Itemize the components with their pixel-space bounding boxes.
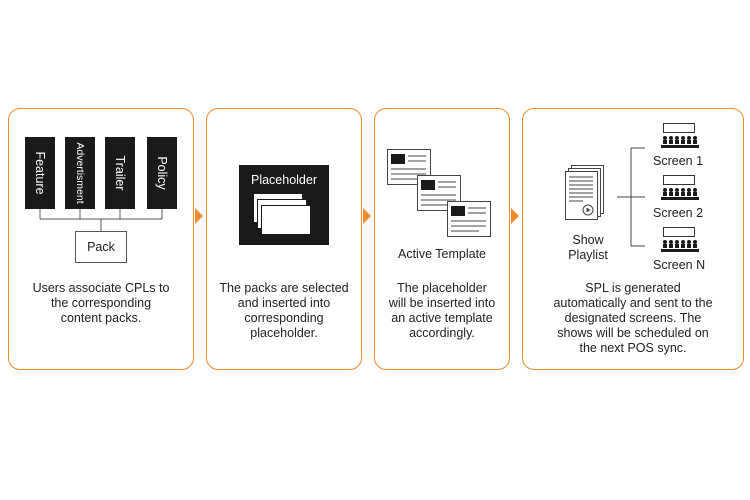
placeholder-box: Placeholder bbox=[239, 165, 329, 245]
distribution-bracket bbox=[617, 147, 645, 247]
step-1-description: Users associate CPLs to the correspondin… bbox=[32, 281, 170, 325]
arrow-right-icon bbox=[511, 208, 519, 224]
arrow-right-icon bbox=[363, 208, 371, 224]
step-3-panel: Active Template The placeholder will be … bbox=[374, 108, 510, 370]
arrow-right-icon bbox=[195, 208, 203, 224]
playlist-icon bbox=[565, 165, 604, 220]
pack-sheet-icon bbox=[261, 205, 311, 235]
pack-box: Pack bbox=[75, 231, 127, 263]
screen-theater-icon bbox=[661, 175, 699, 200]
step-4-panel: Show Playlist Screen 1 Screen 2 Screen N… bbox=[522, 108, 744, 370]
step-3-description: The placeholder will be inserted into an… bbox=[388, 281, 496, 340]
show-playlist-label: Show Playlist bbox=[568, 233, 608, 262]
cpl-policy: Policy bbox=[147, 137, 177, 209]
template-document-icon bbox=[447, 201, 491, 237]
cpl-connector-lines bbox=[39, 209, 163, 231]
screen-label: Screen 2 bbox=[653, 206, 704, 220]
step-2-panel: Placeholder The packs are selected and i… bbox=[206, 108, 362, 370]
step-2-description: The packs are selected and inserted into… bbox=[219, 281, 349, 340]
step-4-description: SPL is generated automatically and sent … bbox=[553, 281, 713, 355]
cpl-feature: Feature bbox=[25, 137, 55, 209]
step-1-panel: Feature Advertisment Trailer Policy Pack… bbox=[8, 108, 194, 370]
active-template-label: Active Template bbox=[397, 247, 486, 261]
cpl-trailer: Trailer bbox=[105, 137, 135, 209]
screen-theater-icon bbox=[661, 123, 699, 148]
screen-label: Screen 1 bbox=[653, 154, 704, 168]
screen-label: Screen N bbox=[653, 258, 706, 272]
placeholder-label: Placeholder bbox=[250, 173, 317, 187]
cpl-advertisment: Advertisment bbox=[65, 137, 95, 209]
screen-theater-icon bbox=[661, 227, 699, 252]
